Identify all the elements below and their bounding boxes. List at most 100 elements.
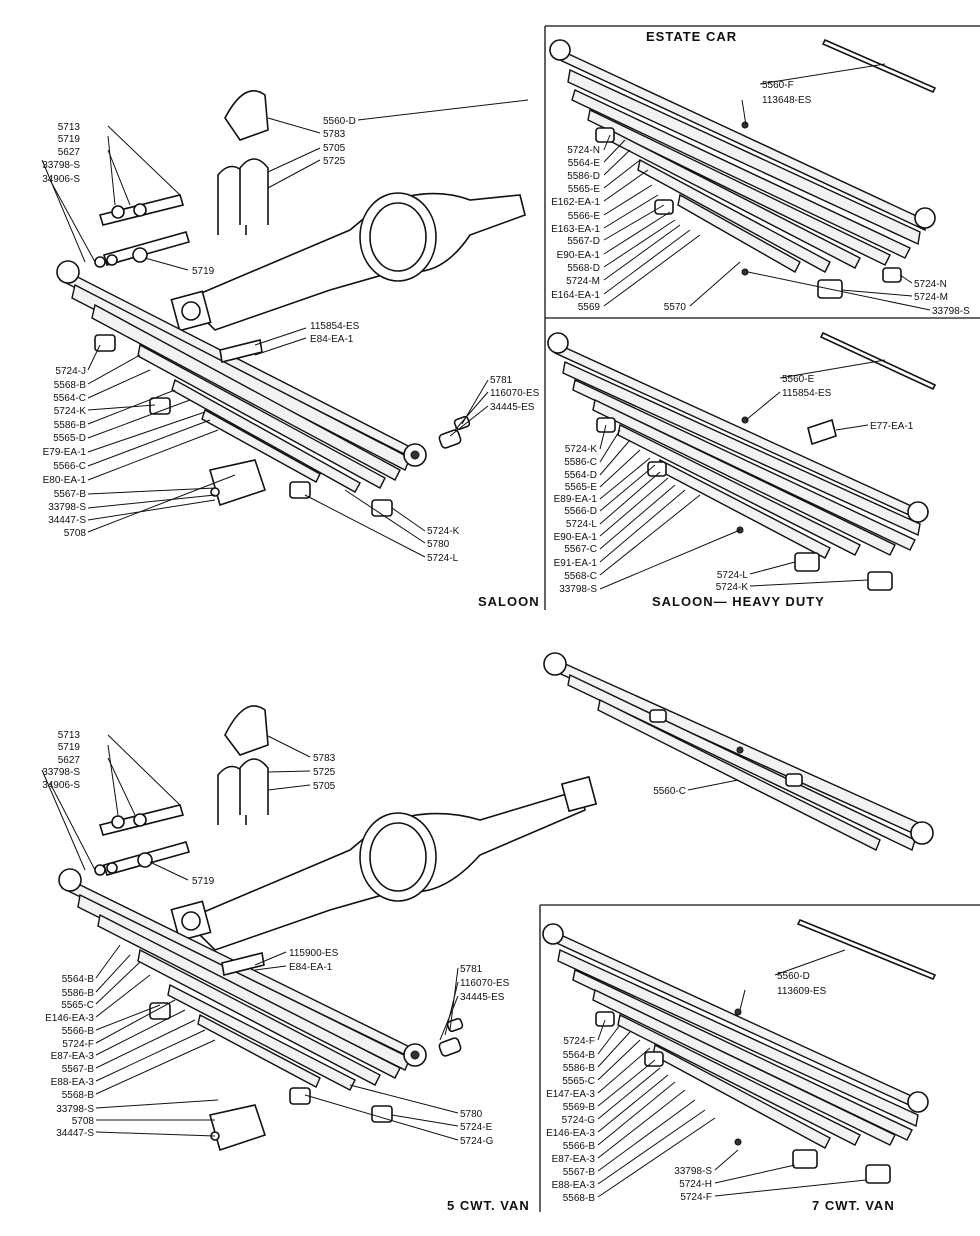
part-label: E147-EA-3 — [546, 1089, 595, 1100]
bump-stop-5783 — [224, 705, 269, 756]
part-label: E90-EA-1 — [554, 532, 598, 543]
title-7-cwt-van: 7 CWT. VAN — [812, 1198, 895, 1213]
part-label: 5586-B — [563, 1063, 596, 1074]
van7-labels: 5560-D 113609-ES 5724-F 5564-B 5586-B 55… — [546, 971, 827, 1204]
part-label: 5566-B — [62, 1026, 95, 1037]
saloon-labels: 5713 5719 5627 33798-S 34906-S 5719 5560… — [42, 116, 539, 564]
part-label: 5564-E — [568, 158, 601, 169]
title-5-cwt-van: 5 CWT. VAN — [447, 1198, 530, 1213]
saloon-leaf-spring — [56, 260, 427, 493]
part-label: 5567-D — [567, 236, 600, 247]
part-label: 5781 — [490, 375, 513, 386]
part-label: 5566-E — [568, 211, 601, 222]
part-label: 5724-L — [717, 570, 749, 581]
part-label: 5560-F — [762, 80, 794, 91]
part-label: 5724-K — [54, 406, 87, 417]
part-label: 5568-B — [62, 1090, 95, 1101]
part-label: 5724-J — [55, 366, 86, 377]
part-label: 5724-K — [427, 526, 460, 537]
part-label: E164-EA-1 — [551, 290, 600, 301]
single-spring-5560-c — [543, 652, 934, 851]
part-label: 5570 — [664, 302, 687, 313]
part-label: 5724-F — [680, 1192, 712, 1203]
part-label: E84-EA-1 — [289, 962, 333, 973]
part-label: E91-EA-1 — [554, 558, 598, 569]
part-label: 5708 — [64, 528, 87, 539]
heavy-duty-leaf-spring — [547, 331, 937, 591]
part-label: 5724-F — [62, 1039, 94, 1050]
part-label: 113609-ES — [777, 986, 827, 997]
part-label: 5566-C — [53, 461, 86, 472]
part-label: E162-EA-1 — [551, 197, 600, 208]
part-label: 5781 — [460, 964, 483, 975]
part-label: 5724-E — [460, 1122, 493, 1133]
part-label: 34445-ES — [490, 402, 535, 413]
part-label: 5568-D — [567, 263, 600, 274]
part-label: 5724-L — [427, 553, 459, 564]
part-label: E80-EA-1 — [43, 475, 87, 486]
part-label: E87-EA-3 — [552, 1154, 596, 1165]
leader-lines — [41, 63, 931, 1198]
part-label: 33798-S — [48, 502, 86, 513]
bump-stop-5783 — [224, 90, 269, 141]
title-saloon: SALOON — [478, 594, 540, 609]
part-label: 5713 — [58, 730, 81, 741]
heavy-duty-labels: 5560-E 115854-ES E77-EA-1 5724-K 5586-C … — [554, 374, 914, 595]
van5-axle-drawing — [58, 705, 598, 1152]
part-label: 5627 — [58, 755, 81, 766]
part-label: 5567-B — [563, 1167, 596, 1178]
part-label: 116070-ES — [490, 388, 540, 399]
part-label: 5724-F — [563, 1036, 595, 1047]
part-label: 5725 — [313, 767, 336, 778]
part-label: 5783 — [323, 129, 346, 140]
part-label: E163-EA-1 — [551, 224, 600, 235]
part-label: 5560-D — [323, 116, 356, 127]
part-label: 5724-G — [562, 1115, 596, 1126]
part-label: 5719 — [192, 266, 215, 277]
part-label: E87-EA-3 — [51, 1051, 95, 1062]
part-label: 113648-ES — [762, 95, 812, 106]
part-label: 116070-ES — [460, 978, 510, 989]
u-bolt-icon — [239, 758, 269, 815]
part-label: 5724-G — [460, 1136, 494, 1147]
part-label: 5713 — [58, 122, 81, 133]
u-bolt-icon — [239, 158, 269, 225]
part-label: 5568-B — [54, 380, 87, 391]
part-label: E88-EA-3 — [51, 1077, 95, 1088]
part-label: 34447-S — [48, 515, 86, 526]
part-label: 34906-S — [42, 780, 80, 791]
part-label: 5560-D — [777, 971, 810, 982]
part-label: 5565-E — [565, 482, 598, 493]
part-label: 5719 — [58, 134, 81, 145]
part-label: E146-EA-3 — [45, 1013, 94, 1024]
part-label: 115854-ES — [782, 388, 832, 399]
part-label: 115854-ES — [310, 321, 360, 332]
part-label: 5567-B — [62, 1064, 95, 1075]
part-label: 34447-S — [56, 1128, 94, 1139]
part-label: 5566-D — [564, 506, 597, 517]
part-label: 34906-S — [42, 174, 80, 185]
part-label: E77-EA-1 — [870, 421, 914, 432]
part-label: 5586-C — [564, 457, 597, 468]
part-label: 5724-H — [679, 1179, 712, 1190]
van7-leaf-spring — [542, 918, 937, 1184]
part-label: 5724-K — [716, 582, 749, 593]
part-label: 5586-D — [567, 171, 600, 182]
panel-frames — [539, 25, 980, 1212]
part-label: 5567-C — [564, 544, 597, 555]
part-label: 33798-S — [559, 584, 597, 595]
part-label: 34445-ES — [460, 992, 505, 1003]
part-label: 5725 — [323, 156, 346, 167]
part-label: 5566-B — [563, 1141, 596, 1152]
part-label: 33798-S — [42, 767, 80, 778]
part-label: E84-EA-1 — [310, 334, 354, 345]
part-label: E146-EA-3 — [546, 1128, 595, 1139]
part-label: 33798-S — [42, 160, 80, 171]
part-label: 5568-C — [564, 571, 597, 582]
part-label: 5564-D — [564, 470, 597, 481]
part-label: 5567-B — [54, 489, 87, 500]
part-label: 5724-N — [567, 145, 600, 156]
part-label: E90-EA-1 — [557, 250, 601, 261]
van5-labels: 5713 5719 5627 33798-S 34906-S 5719 5783… — [42, 730, 509, 1147]
part-label: 5705 — [323, 143, 346, 154]
